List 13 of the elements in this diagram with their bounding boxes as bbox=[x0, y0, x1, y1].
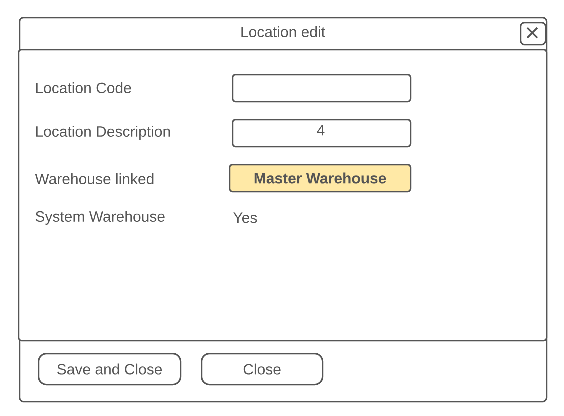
field-label: Location Code bbox=[36, 82, 132, 94]
content-panel bbox=[18, 49, 548, 342]
field-label: Warehouse linked bbox=[35, 174, 154, 184]
close-button bbox=[520, 22, 547, 46]
input-field bbox=[232, 74, 412, 103]
field-value: Yes bbox=[234, 212, 258, 224]
window-title: Location edit bbox=[242, 26, 326, 38]
selection-field: Master Warehouse bbox=[229, 164, 412, 193]
field-label: Location Description bbox=[36, 126, 170, 140]
field-label: System Warehouse bbox=[36, 211, 165, 225]
close-button: Close bbox=[201, 353, 324, 386]
save-button: Save and Close bbox=[38, 353, 182, 386]
input-field: 4 bbox=[232, 119, 412, 148]
